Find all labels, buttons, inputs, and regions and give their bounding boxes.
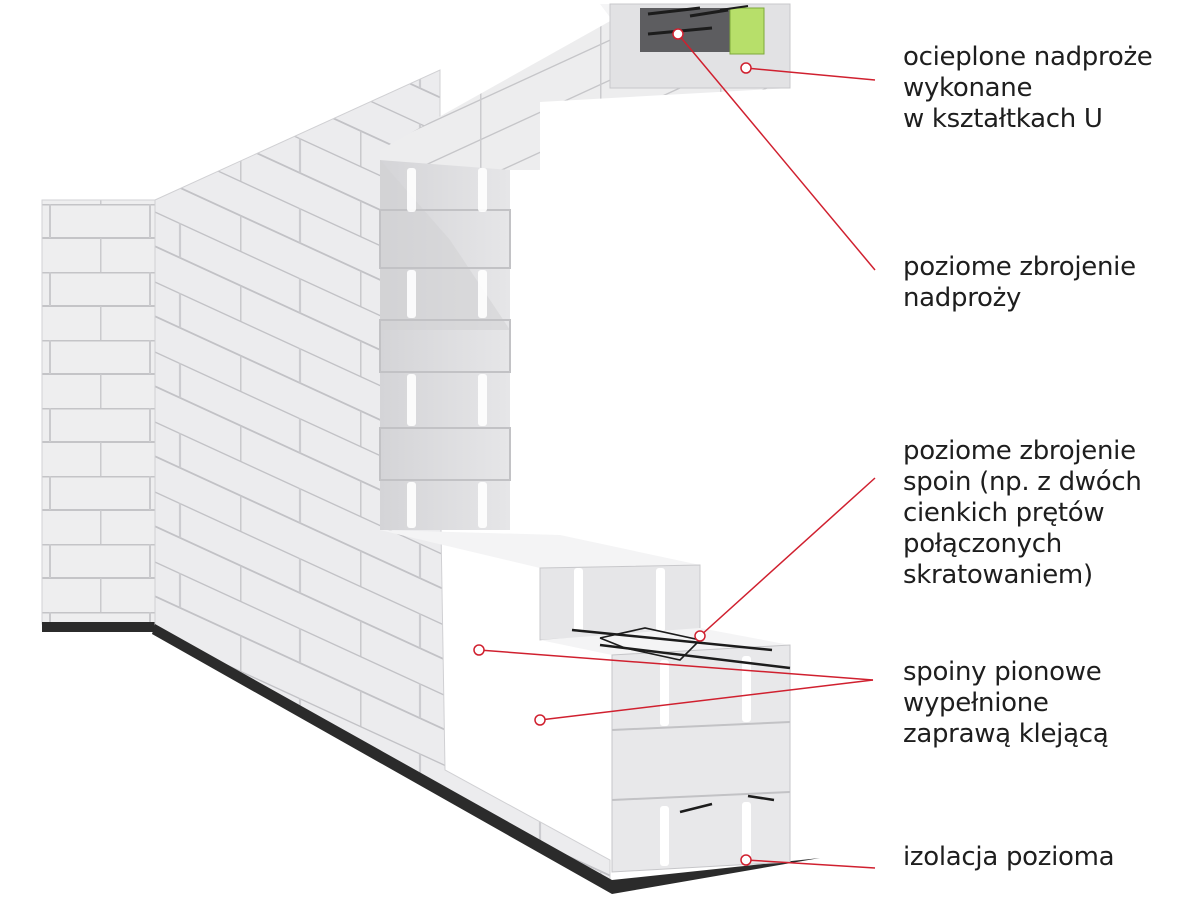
joint-reinforcement: [571, 627, 791, 814]
label-line: poziome zbrojenie: [903, 436, 1136, 466]
lintel-rebar-3: [689, 8, 729, 18]
label-line: izolacja pozioma: [903, 842, 1115, 872]
label-lintel-reinforcement: poziome zbrojenie nadproży: [903, 252, 1136, 314]
lintel-rebar-1: [647, 6, 701, 16]
label-line: skratowaniem): [903, 560, 1093, 590]
label-line: wypełnione: [903, 688, 1049, 718]
label-line: ocieplone nadproże: [903, 42, 1153, 72]
window-reveal: [379, 160, 511, 530]
label-line: połączonych: [903, 529, 1062, 559]
label-line: w kształtkach U: [903, 104, 1103, 134]
label-line: cienkich prętów: [903, 498, 1105, 528]
lintel: [380, 3, 791, 170]
label-line: spoiny pionowe: [903, 657, 1102, 687]
upper-step-front: [539, 564, 701, 641]
leader-lines: [473, 28, 876, 869]
label-line: spoin (np. z dwóch: [903, 467, 1142, 497]
damp-proof-membrane: [152, 624, 820, 894]
label-line: poziome zbrojenie: [903, 252, 1136, 282]
label-line: wykonane: [903, 73, 1033, 103]
label-joint-reinforcement: poziome zbrojenie spoin (np. z dwóch cie…: [903, 436, 1142, 591]
reveal-vertical-joints: [407, 168, 487, 528]
label-line: nadproży: [903, 283, 1022, 313]
sill-top: [380, 530, 700, 568]
label-line: zaprawą klejącą: [903, 719, 1109, 749]
label-horizontal-insulation: izolacja pozioma: [903, 842, 1115, 873]
label-insulated-lintel: ocieplone nadproże wykonane w kształtkac…: [903, 42, 1153, 135]
wall-end-blocks: [380, 530, 791, 873]
insulation-block: [729, 7, 765, 55]
label-vertical-joints: spoiny pionowe wypełnione zaprawą klejąc…: [903, 657, 1109, 750]
lintel-rebar-4: [719, 5, 749, 11]
left-wall: [41, 199, 158, 632]
left-wall-base-shadow: [42, 622, 158, 632]
reveal-blocks: [379, 209, 511, 481]
lower-step-front: [611, 644, 791, 873]
